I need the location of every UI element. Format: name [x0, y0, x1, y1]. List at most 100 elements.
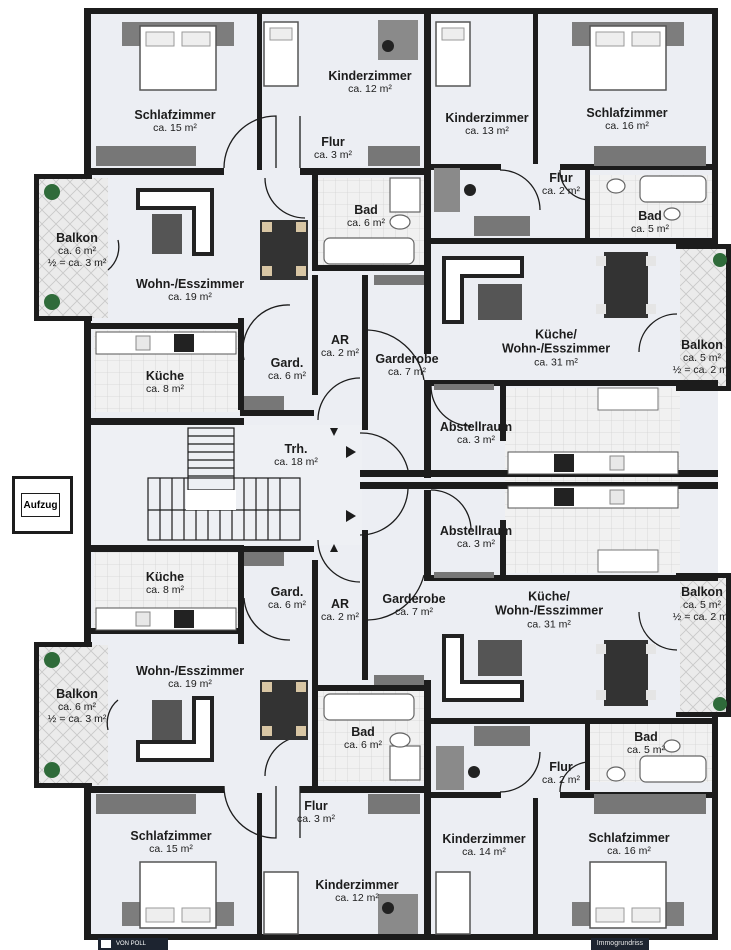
room-area: ca. 8 m²: [146, 584, 184, 597]
room-name: Balkon: [56, 230, 98, 245]
room-area: ca. 15 m²: [153, 122, 197, 135]
room-area: ca. 8 m²: [146, 383, 184, 396]
room-area: ca. 19 m²: [168, 291, 212, 304]
room-name: Wohn-/Esszimmer: [135, 276, 245, 291]
room-name: Abstellraum: [439, 523, 513, 538]
room-area: ca. 7 m²: [395, 606, 433, 619]
room-area: ca. 2 m²: [542, 774, 580, 787]
room-area: ca. 3 m²: [297, 813, 335, 826]
room-treppenhaus: Trh.ca. 18 m²: [274, 442, 318, 468]
room-name: Trh.: [284, 441, 308, 456]
room-name: Abstellraum: [439, 419, 513, 434]
room-name: Garderobe: [382, 591, 446, 606]
room-name: Gard.: [270, 584, 304, 599]
room-area: ca. 5 m²: [683, 599, 721, 612]
room-name: Bad: [351, 724, 375, 739]
room-area: ca. 6 m²: [347, 217, 385, 230]
room-name: Flur: [321, 134, 345, 149]
plants: [44, 184, 727, 778]
room-area: ca. 6 m²: [58, 701, 96, 714]
room-area: ca. 6 m²: [344, 739, 382, 752]
room-area: ca. 5 m²: [631, 223, 669, 236]
room-area: ca. 5 m²: [627, 744, 665, 757]
room-gard-tl: Gard.ca. 6 m²: [268, 356, 306, 382]
room-name: Küche/: [535, 327, 577, 342]
room-half-area: ½ = ca. 2 m²: [672, 364, 731, 377]
room-area: ca. 16 m²: [605, 120, 649, 133]
room-name: Bad: [354, 202, 378, 217]
room-area: ca. 3 m²: [457, 434, 495, 447]
room-area: ca. 12 m²: [335, 892, 379, 905]
beds: [122, 21, 684, 935]
brand-name: VON POLL: [116, 941, 147, 947]
living-furniture: [136, 188, 656, 762]
room-area: ca. 2 m²: [321, 347, 359, 360]
entrance-arrows: [330, 428, 356, 552]
wardrobes: [96, 146, 706, 814]
room-area: ca. 6 m²: [268, 370, 306, 383]
room-name: Bad: [638, 208, 662, 223]
room-half-area: ½ = ca. 3 m²: [47, 713, 107, 726]
room-name: Schlafzimmer: [586, 105, 668, 120]
room-name: Schlafzimmer: [130, 828, 212, 843]
watermark: Immogrundriss: [590, 938, 649, 950]
room-half-area: ½ = ca. 3 m²: [47, 257, 107, 270]
room-name-2: Wohn-/Esszimmer: [501, 341, 611, 356]
elevator-label: Aufzug: [21, 493, 60, 517]
room-name: Garderobe: [375, 351, 439, 366]
room-name: Balkon: [681, 337, 723, 352]
room-name: Flur: [549, 759, 573, 774]
room-area: ca. 2 m²: [321, 611, 359, 624]
room-name-2: Wohn-/Esszimmer: [494, 603, 604, 618]
room-name: Küche/: [528, 589, 570, 604]
room-name: AR: [330, 332, 350, 347]
room-area: ca. 19 m²: [168, 678, 212, 691]
staircase: [147, 427, 301, 541]
brand-logo: VON POLL: [98, 938, 168, 950]
room-area: ca. 14 m²: [462, 846, 506, 859]
room-name: Wohn-/Esszimmer: [135, 663, 245, 678]
room-name: Flur: [304, 798, 328, 813]
bath-fixtures: [323, 175, 707, 783]
room-name: Kinderzimmer: [315, 877, 399, 892]
room-name: AR: [330, 596, 350, 611]
room-name: Kinderzimmer: [442, 831, 526, 846]
room-name: Küche: [145, 368, 185, 383]
room-area: ca. 16 m²: [607, 845, 651, 858]
room-name: Balkon: [681, 584, 723, 599]
room-area: ca. 13 m²: [465, 125, 509, 138]
room-area: ca. 7 m²: [388, 366, 426, 379]
room-name: Schlafzimmer: [588, 830, 670, 845]
room-name: Balkon: [56, 686, 98, 701]
elevator: Aufzug: [12, 476, 73, 534]
room-name: Schlafzimmer: [134, 107, 216, 122]
room-area: ca. 31 m²: [527, 618, 571, 631]
